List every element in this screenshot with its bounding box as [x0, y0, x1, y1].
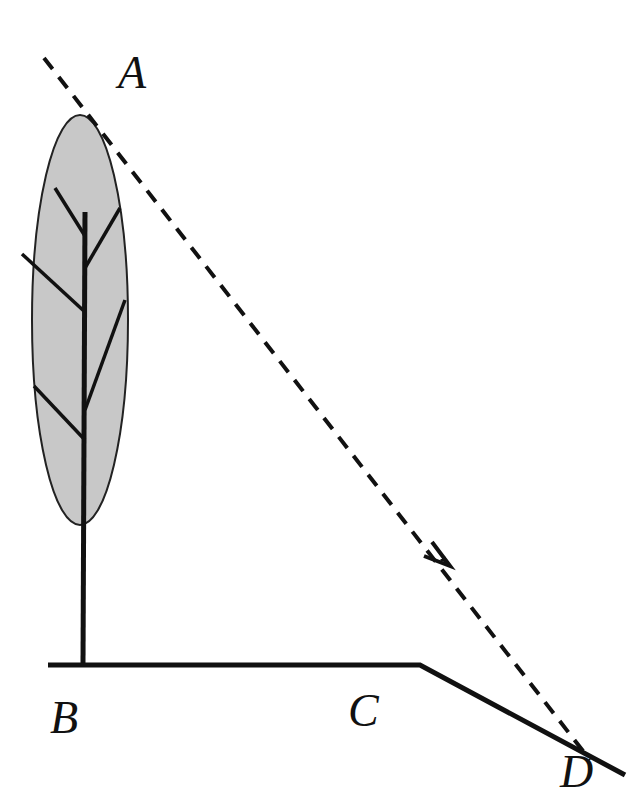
tree-branches	[22, 188, 125, 440]
ground-line	[48, 665, 625, 775]
tree-foliage	[32, 115, 128, 525]
ray-arrowhead	[424, 542, 450, 566]
ray-arrow	[380, 490, 446, 562]
point-label: B	[50, 695, 78, 741]
sun-ray	[44, 58, 590, 760]
point-label: D	[560, 749, 593, 795]
point-label: C	[348, 688, 379, 734]
point-label: A	[118, 50, 146, 96]
